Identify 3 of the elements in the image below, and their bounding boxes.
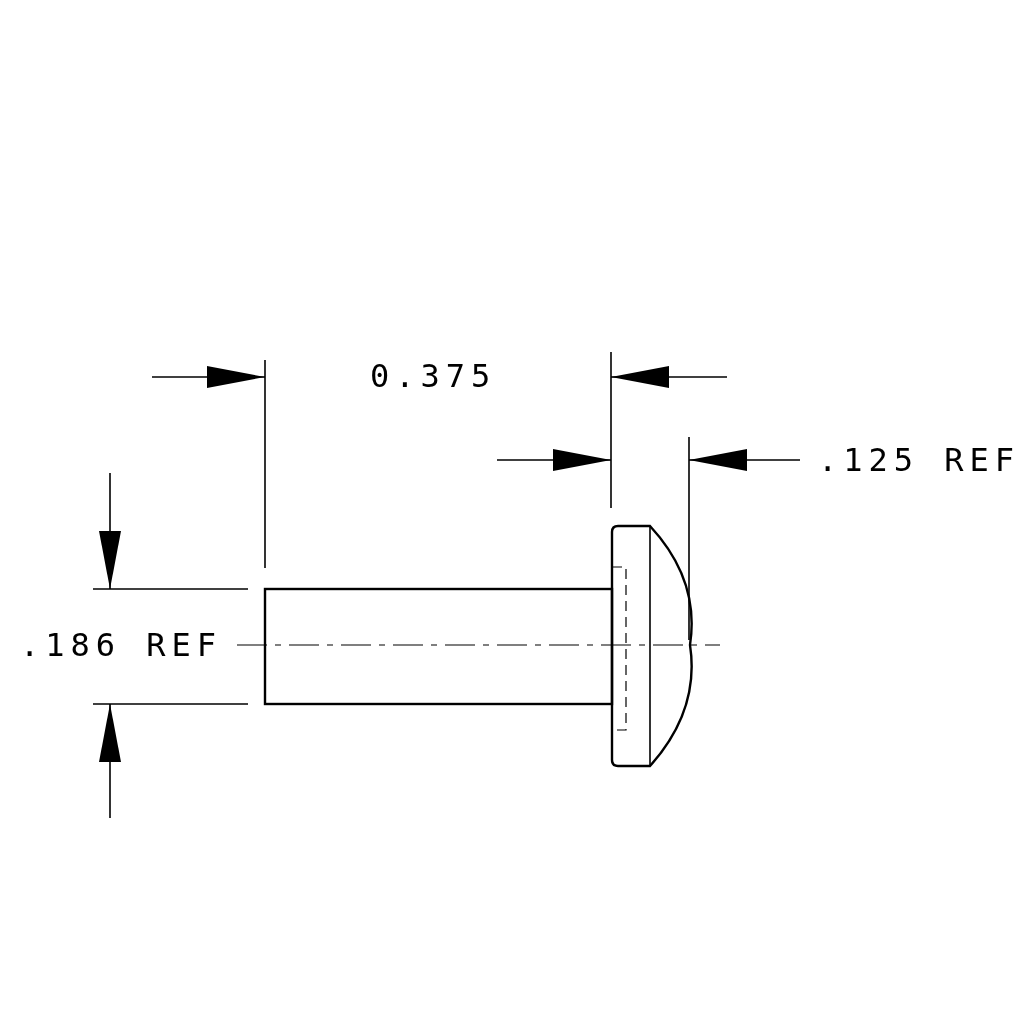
dimension-label: 0.375: [370, 360, 497, 392]
dimension-label: .186 REF: [20, 629, 223, 661]
dimension-label: .125 REF: [818, 444, 1021, 476]
